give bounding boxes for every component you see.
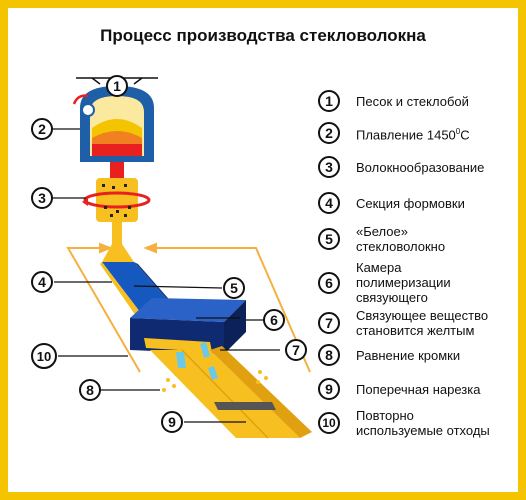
legend-label: «Белое»стекловолокно xyxy=(356,224,446,254)
legend-number: 5 xyxy=(318,228,340,250)
legend-number: 8 xyxy=(318,344,340,366)
svg-text:2: 2 xyxy=(38,121,46,137)
legend-item-5: 5 «Белое»стекловолокно xyxy=(318,224,518,254)
marker-2: 2 xyxy=(31,118,53,140)
svg-text:8: 8 xyxy=(86,382,94,398)
marker-7: 7 xyxy=(285,339,307,361)
furnace xyxy=(72,77,158,162)
marker-8: 8 xyxy=(79,379,101,401)
svg-text:5: 5 xyxy=(230,280,238,296)
legend-number: 4 xyxy=(318,192,340,214)
legend-item-1: 1 Песок и стеклобой xyxy=(318,90,518,112)
svg-text:10: 10 xyxy=(37,349,51,364)
svg-text:4: 4 xyxy=(38,274,46,290)
svg-text:6: 6 xyxy=(270,312,278,328)
legend-label: Равнение кромки xyxy=(356,347,461,363)
molten-glass-stream xyxy=(110,162,124,180)
recycle-arrows xyxy=(66,242,311,373)
svg-text:1: 1 xyxy=(113,78,121,94)
marker-1: 1 xyxy=(106,75,128,97)
legend-number: 3 xyxy=(318,156,340,178)
marker-9: 9 xyxy=(161,411,183,433)
fiber-funnel xyxy=(102,222,134,262)
curing-oven xyxy=(130,298,246,354)
legend-number: 10 xyxy=(318,412,340,434)
legend-item-4: 4 Секция формовки xyxy=(318,192,518,214)
legend-label: Секция формовки xyxy=(356,195,465,211)
marker-6: 6 xyxy=(263,309,285,331)
legend-label: Плавление 14500C xyxy=(356,126,470,143)
legend-item-2: 2 Плавление 14500C xyxy=(318,122,518,144)
leader-lines xyxy=(54,281,280,423)
cross-cutter xyxy=(214,402,276,410)
legend-number: 9 xyxy=(318,378,340,400)
fiber-mat xyxy=(150,342,312,439)
legend-number: 1 xyxy=(318,90,340,112)
legend-number: 6 xyxy=(318,271,340,294)
legend-item-3: 3 Волокнообразование xyxy=(318,156,518,178)
marker-3: 3 xyxy=(31,187,53,209)
legend-label: Песок и стеклобой xyxy=(356,93,469,109)
svg-text:9: 9 xyxy=(168,414,176,430)
fiberizing-spinner xyxy=(82,178,151,222)
legend-item-8: 8 Равнение кромки xyxy=(318,344,518,366)
edge-trim-particles xyxy=(162,370,268,392)
legend-label: Поперечная нарезка xyxy=(356,381,481,397)
legend-label: Волокнообразование xyxy=(356,159,485,175)
marker-10: 10 xyxy=(31,343,57,369)
marker-5: 5 xyxy=(223,277,245,299)
svg-text:7: 7 xyxy=(292,342,300,358)
legend-number: 7 xyxy=(318,312,340,334)
diagram-title: Процесс производства стекловолокна xyxy=(100,26,426,45)
marker-4: 4 xyxy=(31,271,53,293)
svg-text:3: 3 xyxy=(38,190,46,206)
legend-item-9: 9 Поперечная нарезка xyxy=(318,378,518,400)
legend-number: 2 xyxy=(318,122,340,144)
